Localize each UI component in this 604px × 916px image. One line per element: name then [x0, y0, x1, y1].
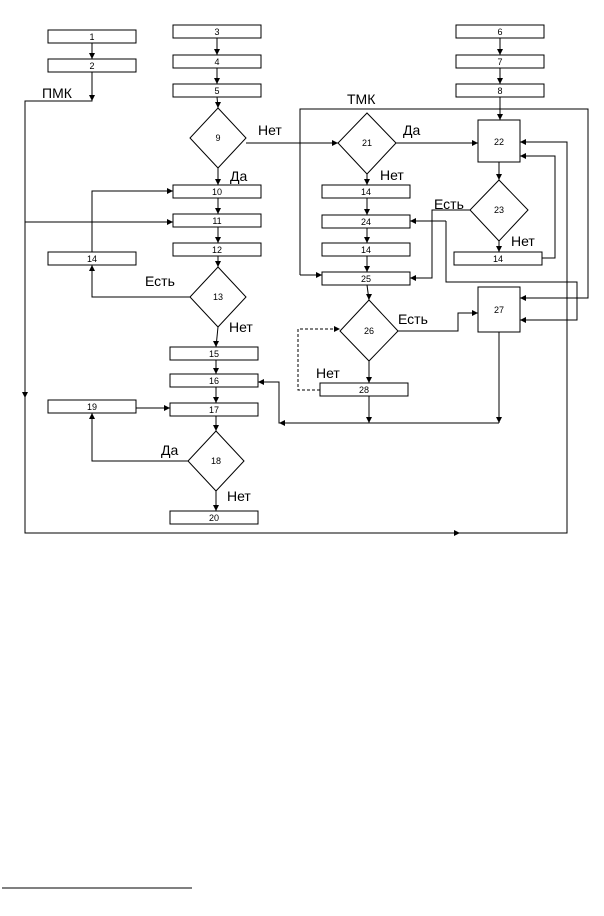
- block-6: 6: [455, 24, 545, 39]
- block-3: 3: [172, 24, 262, 39]
- d26-has-label: Есть: [398, 311, 428, 327]
- block-2: 2: [47, 58, 137, 73]
- block-11: 11: [172, 213, 262, 228]
- decision-21: 21: [337, 112, 397, 175]
- d9-no-label: Нет: [258, 122, 282, 138]
- d18-yes-label: Да: [161, 442, 178, 458]
- block-17: 17: [169, 402, 259, 417]
- branch-labels: ПМК ТМК Нет Да Да Нет Есть Нет Есть Нет …: [42, 85, 535, 504]
- block-14-c: 14: [321, 242, 411, 257]
- svg-text:23: 23: [494, 205, 504, 215]
- svg-text:9: 9: [215, 133, 220, 143]
- svg-text:17: 17: [209, 405, 219, 415]
- svg-text:11: 11: [212, 216, 221, 226]
- block-14-b: 14: [321, 184, 411, 199]
- svg-text:21: 21: [362, 138, 372, 148]
- block-28: 28: [319, 382, 409, 397]
- block-22: 22: [477, 119, 521, 163]
- svg-text:3: 3: [214, 27, 219, 37]
- svg-text:19: 19: [87, 402, 97, 412]
- decision-9: 9: [189, 107, 247, 169]
- block-15: 15: [169, 346, 259, 361]
- d21-yes-label: Да: [403, 122, 420, 138]
- svg-text:14: 14: [87, 254, 97, 264]
- svg-text:2: 2: [89, 61, 94, 71]
- d23-no-label: Нет: [511, 233, 535, 249]
- block-10: 10: [172, 184, 262, 199]
- block-1: 1: [47, 29, 137, 44]
- svg-text:16: 16: [209, 376, 219, 386]
- block-12: 12: [172, 242, 262, 257]
- svg-text:14: 14: [361, 245, 371, 255]
- d13-no-label: Нет: [229, 319, 253, 335]
- svg-text:18: 18: [211, 456, 221, 466]
- svg-text:1: 1: [89, 32, 94, 42]
- svg-text:6: 6: [497, 27, 502, 37]
- block-7: 7: [455, 54, 545, 69]
- svg-text:14: 14: [493, 254, 503, 264]
- tmk-label: ТМК: [347, 91, 376, 107]
- connectors: [22, 38, 589, 536]
- svg-text:27: 27: [494, 305, 504, 315]
- block-24: 24: [321, 214, 411, 229]
- svg-text:14: 14: [361, 187, 371, 197]
- block-27: 27: [477, 286, 521, 333]
- block-4: 4: [172, 54, 262, 69]
- block-20: 20: [169, 510, 259, 525]
- svg-text:28: 28: [359, 385, 369, 395]
- d21-no-label: Нет: [380, 167, 404, 183]
- svg-text:7: 7: [497, 57, 502, 67]
- block-19: 19: [47, 399, 137, 414]
- decision-26: 26: [339, 299, 399, 362]
- pmk-label: ПМК: [42, 85, 73, 101]
- block-14-left: 14: [47, 251, 137, 266]
- d26-no-label: Нет: [316, 365, 340, 381]
- svg-text:10: 10: [212, 187, 222, 197]
- block-16: 16: [169, 373, 259, 388]
- svg-text:25: 25: [361, 274, 371, 284]
- svg-text:12: 12: [212, 245, 222, 255]
- svg-text:15: 15: [209, 349, 219, 359]
- decision-18: 18: [187, 430, 245, 492]
- block-5: 5: [172, 83, 262, 98]
- svg-text:20: 20: [209, 513, 219, 523]
- svg-text:24: 24: [361, 217, 371, 227]
- d18-no-label: Нет: [227, 488, 251, 504]
- svg-text:8: 8: [497, 86, 502, 96]
- svg-text:26: 26: [364, 326, 374, 336]
- svg-text:13: 13: [213, 292, 223, 302]
- svg-text:4: 4: [214, 57, 219, 67]
- d13-has-label: Есть: [145, 273, 175, 289]
- d9-yes-label: Да: [230, 168, 247, 184]
- block-25: 25: [321, 271, 411, 286]
- svg-text:5: 5: [214, 86, 219, 96]
- decision-13: 13: [189, 266, 247, 328]
- block-8: 8: [455, 83, 545, 98]
- block-14-d: 14: [453, 251, 543, 266]
- svg-text:22: 22: [494, 137, 504, 147]
- decision-23: 23: [469, 179, 529, 242]
- d23-has-label: Есть: [434, 196, 464, 212]
